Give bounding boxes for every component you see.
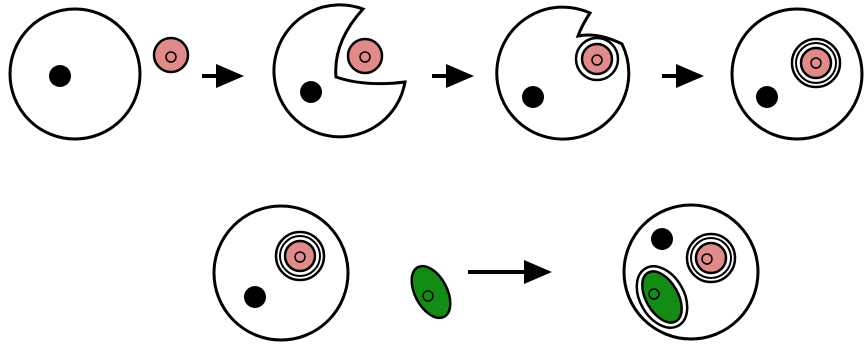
host-nucleus-1 [49,65,71,87]
host-nucleus-4 [756,86,778,108]
green-cell-6 [641,270,683,324]
stage-2-group [272,3,407,139]
host-cell-1 [8,7,142,141]
stage-4-group [730,7,864,141]
host-nucleus-5 [244,286,266,308]
green-nucleus-6 [648,288,660,300]
host-cell-5 [212,204,350,342]
pink-nucleus-1 [165,51,177,63]
stage-6-group [622,203,760,341]
stage-5-group [212,204,350,342]
green-nucleus-free [422,290,434,302]
host-cell-2 [272,3,407,139]
host-nucleus-3 [522,86,544,108]
host-nucleus-2 [300,81,322,103]
host-nucleus-6 [651,228,673,250]
pink-nucleus-5 [294,251,306,263]
pink-nucleus-2 [359,51,371,63]
stage-3-group [495,5,631,141]
pink-nucleus-6 [701,253,713,265]
pink-nucleus-3 [591,54,603,66]
pink-nucleus-4 [810,57,822,69]
green-cell-free-group [410,264,452,320]
stage-1-group [8,7,190,141]
